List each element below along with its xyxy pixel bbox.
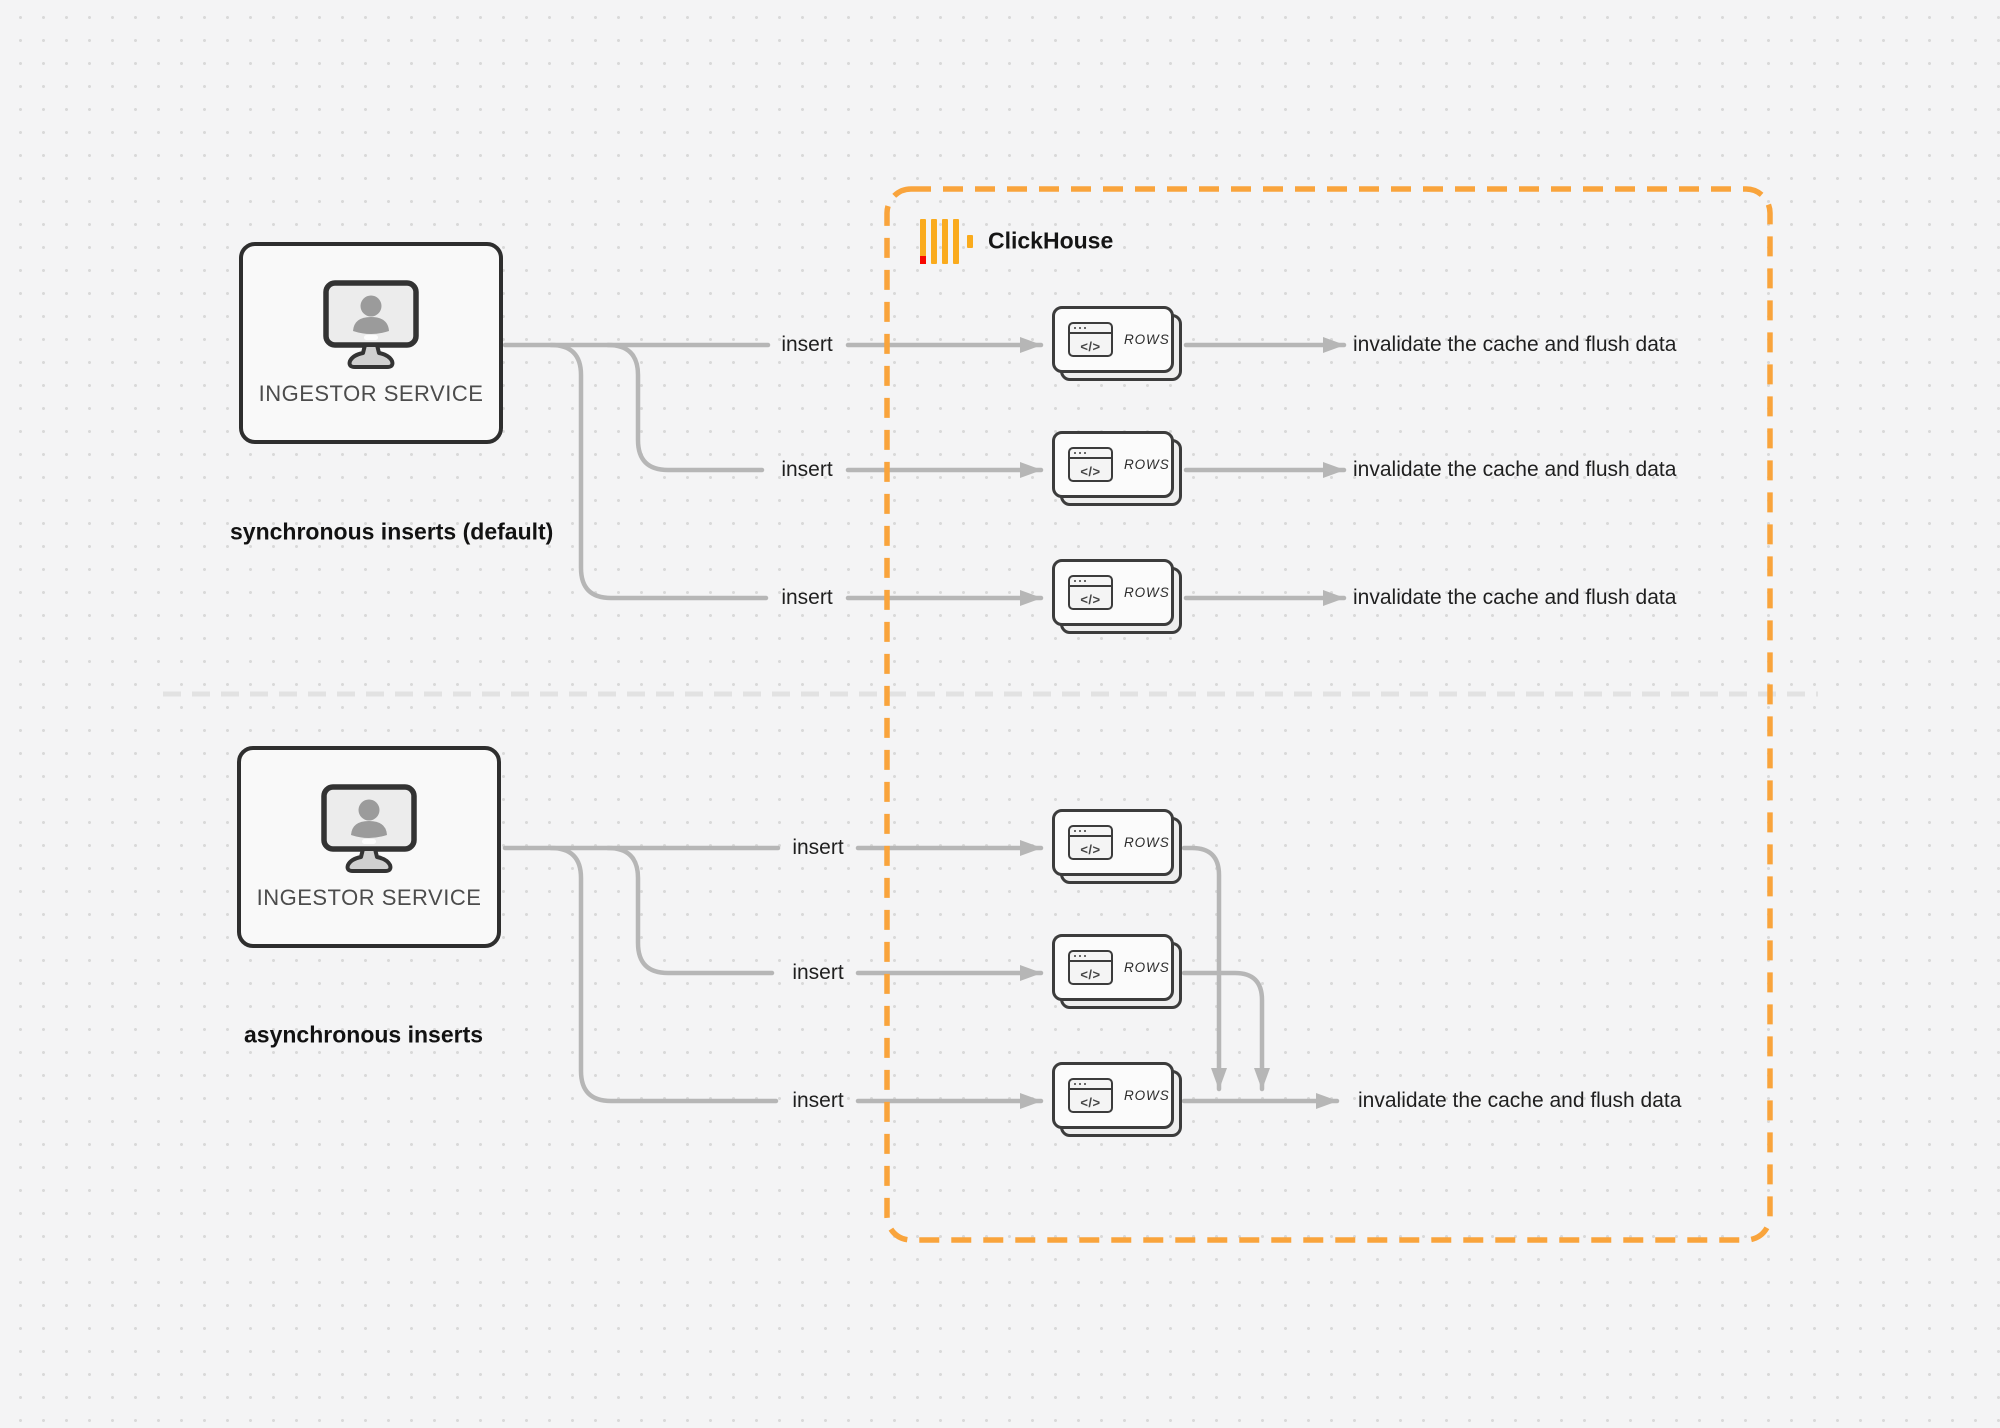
rows-card: </> ROWS (1052, 1062, 1182, 1137)
rows-card: </> ROWS (1052, 559, 1182, 634)
rows-label: ROWS (1124, 457, 1170, 472)
rows-card: </> ROWS (1052, 306, 1182, 381)
invalidate-label: invalidate the cache and flush data (1353, 458, 1677, 481)
code-window-icon: </> (1068, 825, 1113, 860)
rows-label: ROWS (1124, 835, 1170, 850)
ingestor-service-label: INGESTOR SERVICE (258, 381, 484, 406)
sync-branch-row3 (548, 342, 769, 601)
code-glyph: </> (1080, 338, 1101, 354)
code-glyph: </> (1080, 966, 1101, 982)
ingestor-service-node-async: INGESTOR SERVICE (237, 746, 501, 948)
code-window-icon: </> (1068, 950, 1113, 985)
window-titlebar-icon (1070, 324, 1111, 334)
rows-label: ROWS (1124, 332, 1170, 347)
rows-card: </> ROWS (1052, 431, 1182, 506)
insert-label: insert (792, 836, 844, 859)
window-titlebar-icon (1070, 1080, 1111, 1090)
code-window-icon: </> (1068, 322, 1113, 357)
async-caption: asynchronous inserts (244, 1021, 484, 1048)
rows-card-front: </> ROWS (1052, 559, 1174, 626)
code-glyph: </> (1080, 1094, 1101, 1110)
async-branch-row3 (548, 845, 779, 1104)
insert-label: insert (781, 333, 833, 356)
window-titlebar-icon (1070, 577, 1111, 587)
async-converge-arrow-2 (1181, 970, 1270, 1092)
ingestor-service-node-sync: INGESTOR SERVICE (239, 242, 503, 444)
clickhouse-brand-label: ClickHouse (988, 227, 1114, 254)
insert-label: insert (781, 586, 833, 609)
code-glyph: </> (1080, 463, 1101, 479)
insert-label: insert (792, 961, 844, 984)
connector-paths (502, 337, 1347, 1109)
invalidate-label: invalidate the cache and flush data (1353, 586, 1677, 609)
monitor-user-icon (321, 784, 417, 873)
code-glyph: </> (1080, 841, 1101, 857)
rows-card-front: </> ROWS (1052, 1062, 1174, 1129)
code-window-icon: </> (1068, 575, 1113, 610)
window-titlebar-icon (1070, 827, 1111, 837)
window-titlebar-icon (1070, 952, 1111, 962)
code-window-icon: </> (1068, 447, 1113, 482)
rows-label: ROWS (1124, 1088, 1170, 1103)
insert-label: insert (781, 458, 833, 481)
rows-card: </> ROWS (1052, 809, 1182, 884)
code-glyph: </> (1080, 591, 1101, 607)
clickhouse-boundary-box (884, 186, 1773, 1243)
window-titlebar-icon (1070, 449, 1111, 459)
async-converge-arrow-1 (1181, 845, 1227, 1092)
sync-caption: synchronous inserts (default) (230, 518, 554, 545)
rows-card-front: </> ROWS (1052, 809, 1174, 876)
rows-card-front: </> ROWS (1052, 934, 1174, 1001)
rows-card-front: </> ROWS (1052, 306, 1174, 373)
invalidate-label: invalidate the cache and flush data (1358, 1089, 1682, 1112)
ingestor-service-label: INGESTOR SERVICE (256, 885, 482, 910)
insert-label: insert (792, 1089, 844, 1112)
invalidate-label: invalidate the cache and flush data (1353, 333, 1677, 356)
rows-card: </> ROWS (1052, 934, 1182, 1009)
rows-label: ROWS (1124, 585, 1170, 600)
rows-card-front: </> ROWS (1052, 431, 1174, 498)
clickhouse-logo-icon (920, 219, 976, 264)
sync-branch-row2 (605, 342, 765, 473)
monitor-user-icon (323, 280, 419, 369)
async-branch-row2 (605, 845, 775, 976)
code-window-icon: </> (1068, 1078, 1113, 1113)
rows-label: ROWS (1124, 960, 1170, 975)
